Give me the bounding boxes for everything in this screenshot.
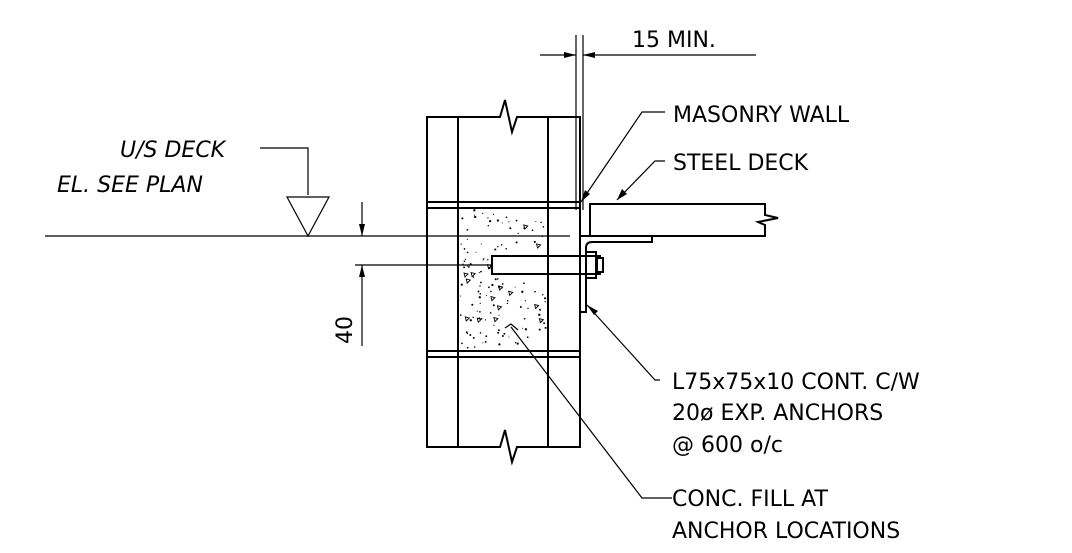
- leader-masonry-wall: [580, 111, 665, 203]
- dimension-40-label: 40: [333, 316, 358, 344]
- angle-label-line2: 20ø EXP. ANCHORS: [672, 401, 883, 426]
- leader-steel-angle: [586, 304, 660, 381]
- fill-label-line1: CONC. FILL AT: [672, 487, 828, 512]
- dimension-15-min-label: 15 MIN.: [632, 28, 716, 53]
- us-deck-label: U/S DECK: [120, 138, 227, 163]
- leader-steel-deck: [616, 160, 665, 201]
- leader-concrete-fill: [504, 323, 672, 499]
- masonry-wall-label: MASONRY WALL: [673, 103, 850, 128]
- expansion-anchor: [491, 251, 604, 279]
- elevation-see-plan-label: EL. SEE PLAN: [57, 173, 203, 198]
- dimension-40: [355, 202, 570, 346]
- concrete-fill-hatch: [459, 209, 547, 349]
- angle-label-line1: L75x75x10 CONT. C/W: [672, 370, 920, 395]
- steel-deck: [589, 203, 779, 237]
- steel-deck-label: STEEL DECK: [673, 151, 809, 176]
- angle-label-line3: @ 600 o/c: [672, 433, 783, 458]
- dimension-15-min: [540, 35, 756, 210]
- masonry-wall: [426, 99, 581, 466]
- elevation-marker: [45, 147, 355, 238]
- fill-label-line2: ANCHOR LOCATIONS: [672, 519, 900, 544]
